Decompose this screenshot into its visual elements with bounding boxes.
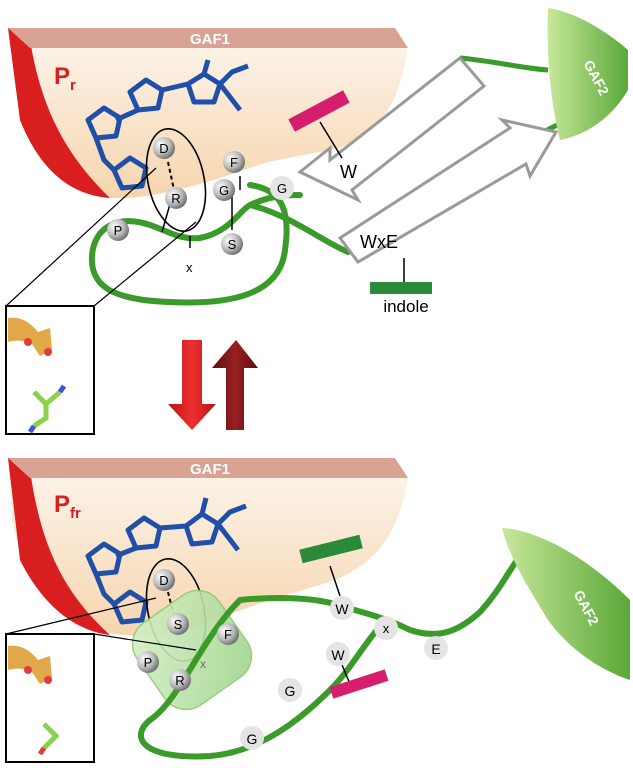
chromophore-top [85,59,249,191]
svg-text:D: D [159,573,168,588]
strand-wxe-label-top: WxE [360,232,398,252]
x-label-top: x [186,260,193,275]
dark-green-bar-bottom [299,534,363,597]
gaf1-domain-top [8,28,408,199]
residue-g2-top: G [270,176,294,200]
gaf1-label-top: GAF1 [190,31,230,48]
residue-w1-bottom: W [330,596,354,620]
gaf1-domain-bottom [8,458,408,636]
svg-text:E: E [431,641,440,657]
x-label-cylinder: x [200,657,206,671]
state-label-bottom: Pfr [54,491,81,522]
residue-e-bottom: E [424,636,448,660]
up-arrow-darkred [212,340,258,430]
residue-d-bottom: D [153,569,175,591]
strand-wxe-top: WxE [337,117,559,264]
residue-f-bottom: F [217,623,239,645]
svg-text:D: D [159,141,168,156]
residue-p-top: P [107,219,129,241]
dashed-hbond-top [167,161,175,191]
gaf2-domain-top [547,8,628,140]
svg-text:x: x [383,621,390,636]
inset-structure-bottom [5,633,95,763]
down-arrow-red [168,340,216,430]
svg-text:G: G [247,731,258,747]
residue-g2-bottom: G [240,726,264,750]
svg-text:P: P [144,655,153,670]
residue-x2-bottom: x [374,616,398,640]
residue-w2-bottom: W [326,642,350,666]
magenta-bar-top [288,90,350,159]
gaf1-band-top [8,28,408,48]
strand-w-label-top: W [340,162,357,182]
inset-structure-top [5,305,95,435]
gaf1-red-edge-top [8,28,110,198]
residue-r-bottom: R [169,669,191,691]
active-site-ellipse-top [145,128,207,232]
svg-text:S: S [228,237,237,252]
indole-label-top: indole [383,297,428,316]
svg-text:R: R [171,191,180,206]
green-loop-top [88,182,351,306]
svg-text:G: G [219,183,229,198]
residue-p-bottom: P [137,651,159,673]
indole-bar-top: indole [370,258,432,316]
gaf1-label-bottom: GAF1 [190,461,230,478]
residue-d-top: D [153,137,175,159]
svg-text:W: W [331,647,345,663]
strand-w-top: W [297,55,487,204]
top-panel: GAF1 Pr W WxE GAF2 [5,8,628,435]
gaf1-band-bottom [8,458,408,478]
bottom-panel: GAF1 Pfr GAF2 D [5,458,630,763]
residue-g1-top: G [213,179,235,201]
gaf1-red-edge-bottom [8,458,110,635]
residue-f-top: F [223,151,245,173]
gaf2-domain-bottom [502,528,630,680]
svg-text:G: G [285,683,296,699]
residue-r-top: R [165,187,187,209]
svg-text:S: S [174,617,183,632]
chromophore-bottom [85,497,247,625]
equilibrium-arrows [168,340,258,430]
svg-text:G: G [277,181,287,196]
residue-s-top: S [221,233,243,255]
residue-g1-bottom: G [278,678,302,702]
svg-text:F: F [230,155,238,170]
svg-text:F: F [224,627,232,642]
svg-text:W: W [335,601,349,617]
state-label-top: Pr [54,63,76,94]
residue-s-bottom: S [167,613,189,635]
svg-text:R: R [175,673,184,688]
svg-text:P: P [114,223,123,238]
